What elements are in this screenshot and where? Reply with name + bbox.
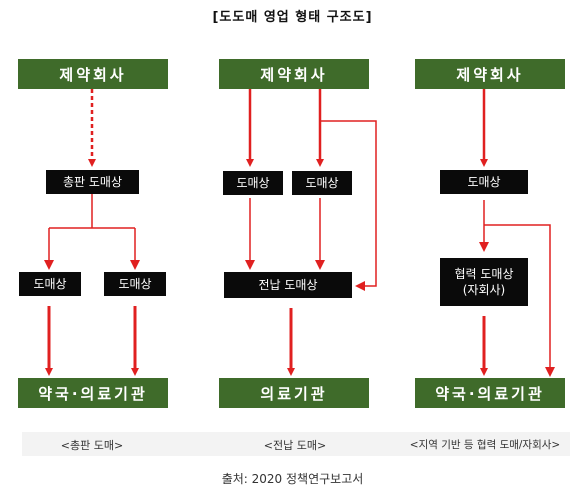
col3-partner-line1: 협력 도매상	[454, 267, 514, 281]
col3-partner-wholesaler-box: 협력 도매상 (자회사)	[440, 258, 528, 306]
col1-pharma-company-box: 제약회사	[18, 59, 168, 89]
col3-partner-line2: (자회사)	[462, 283, 506, 297]
col2-left-wholesaler-box: 도매상	[223, 171, 283, 195]
caption-band	[22, 432, 570, 456]
col2-pharma-company-box: 제약회사	[219, 59, 369, 89]
source-note: 출처: 2020 정책연구보고서	[221, 472, 364, 486]
col1-general-wholesaler-box: 총판 도매상	[46, 170, 139, 194]
col1-right-wholesaler-box: 도매상	[104, 272, 166, 296]
col2-right-wholesaler-box: 도매상	[292, 171, 352, 195]
col3-pharma-company-box: 제약회사	[415, 59, 565, 89]
col2-full-delivery-wholesaler-box: 전납 도매상	[224, 272, 352, 298]
col2-caption: <전납 도매>	[263, 439, 327, 452]
col1-caption: <총판 도매>	[60, 439, 124, 452]
col3-caption: <지역 기반 등 협력 도매/자회사>	[409, 439, 561, 451]
col3-bypass-arrow	[484, 224, 555, 377]
col1-left-wholesaler-box: 도매상	[19, 272, 81, 296]
col2-medical-institution-box: 의료기관	[219, 378, 369, 408]
col3-wholesaler-box: 도매상	[440, 170, 528, 194]
col2-bypass-arrow	[320, 120, 377, 291]
col3-pharmacy-medical-box: 약국·의료기관	[415, 378, 565, 408]
col1-pharmacy-medical-box: 약국·의료기관	[18, 378, 168, 408]
diagram-title: [도도매 영업 형태 구조도]	[212, 10, 373, 25]
